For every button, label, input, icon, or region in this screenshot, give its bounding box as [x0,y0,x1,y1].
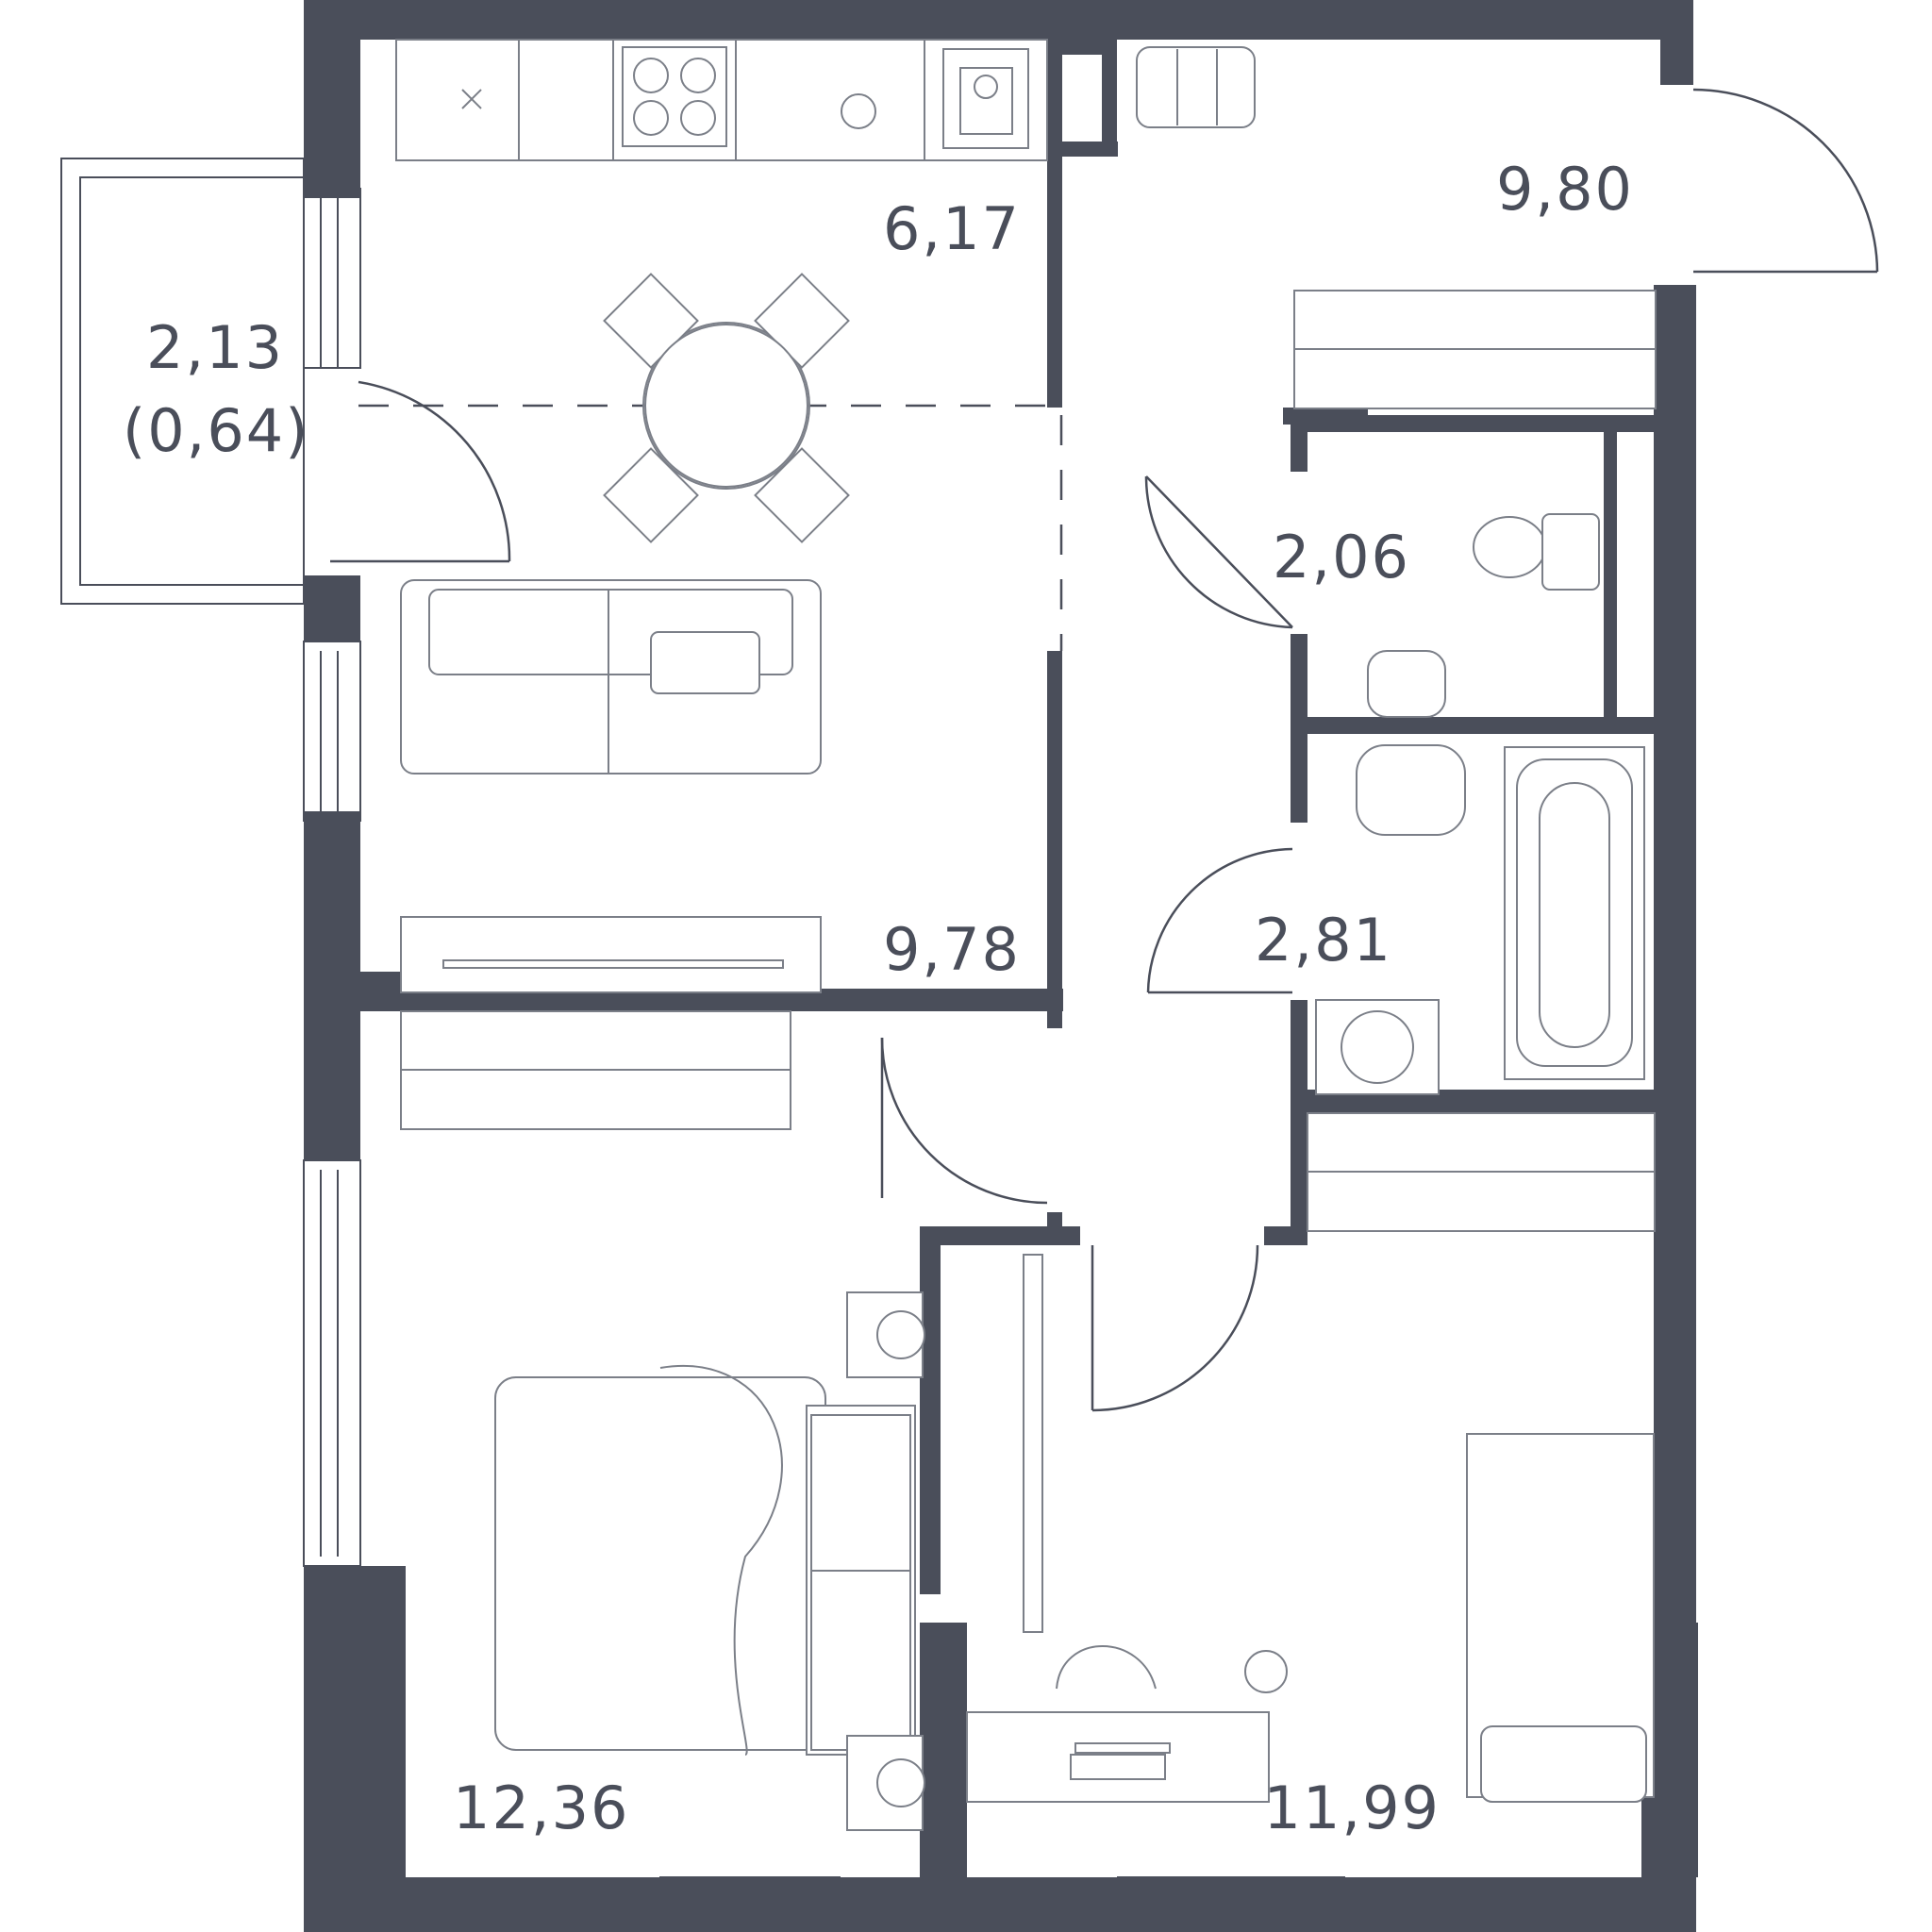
area-hall: 9,80 [1496,155,1634,224]
area-bath: 2,81 [1255,906,1392,974]
area-wc: 2,06 [1273,523,1410,591]
kitchen-furniture [395,39,1657,1831]
area-kids-room: 11,99 [1264,1774,1441,1842]
area-living: 9,78 [883,915,1021,984]
area-loggia-sub: (0,64) [123,396,309,465]
doors [330,88,1879,1412]
area-labels: 2,13 (0,64) 6,17 9,78 9,80 2,06 2,81 12,… [123,155,1634,1842]
loggia-outline [60,158,305,605]
windows [303,188,1345,1932]
area-loggia: 2,13 [146,313,284,382]
area-bedroom: 12,36 [453,1774,630,1842]
walls [304,0,1698,1932]
area-kitchen: 6,17 [883,194,1021,263]
